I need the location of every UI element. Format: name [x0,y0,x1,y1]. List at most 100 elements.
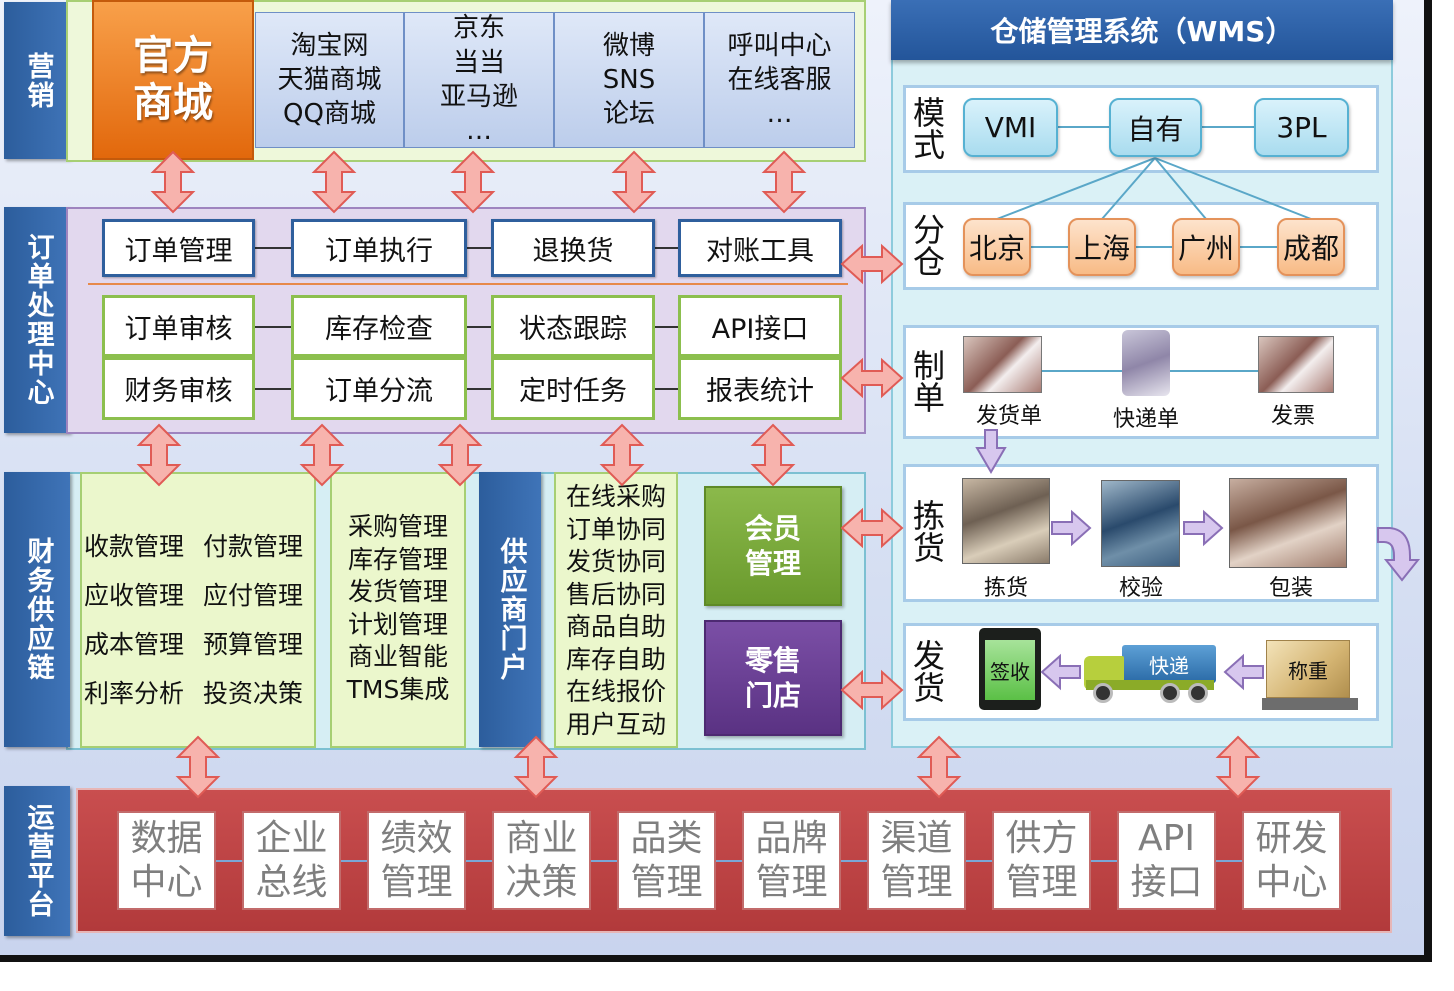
member-management-box: 会员 管理 [704,486,842,606]
supply-chain-box [330,472,466,748]
platform-category: 品类 管理 [617,811,716,910]
weigh-label: 称重 [1266,640,1350,698]
arrow-docs-to-picking [975,429,1007,474]
arrow-order-to-member [752,424,794,486]
report-statistics-box: 报表统计 [678,357,842,420]
arrow-order-to-supply [301,424,343,486]
api-interface-box: API接口 [678,295,842,357]
wms-docs-label: 制 单 [912,347,945,417]
arrow-supplier-to-platform [515,736,557,798]
warehouse-shanghai: 上海 [1068,218,1136,276]
connector-line [254,247,292,249]
mode-3pl: 3PL [1254,98,1349,157]
order-management-box: 订单管理 [102,219,255,277]
sign-label: 签收 [985,640,1035,700]
connector-line [1042,370,1122,372]
marketing-label: 营销 [4,2,70,159]
packing-caption: 包装 [1268,576,1313,601]
connector-line [466,247,492,249]
platform-performance: 绩效 管理 [367,811,466,910]
express-label: 快递 [1122,645,1216,683]
platform-label: 运营平台 [4,786,70,936]
frame-shadow-right [1424,0,1432,962]
packing-photo [1229,478,1347,568]
finance-label: 财务供应链 [4,472,70,747]
warehouse-guangzhou: 广州 [1172,218,1240,276]
platform-business-decision: 商业 决策 [492,811,591,910]
channel-customer-service: 呼叫中心 在线客服 … [704,12,855,148]
arrow-order-to-supplier-b [601,424,643,486]
arrow-order-to-finance [138,424,180,486]
order-divider [88,283,848,285]
finance-review-box: 财务审核 [102,357,255,420]
truck-chassis-icon [1086,680,1214,690]
arrow-ecom-to-order [313,151,355,213]
supplier-portal-items: 在线采购 订单协同 发货协同 售后协同 商品自助 库存自助 在线报价 用户互动 [565,482,666,739]
arrow-retailers-to-order [452,151,494,213]
arrow-order-to-warehouse [841,245,903,283]
wms-warehouse-label: 分 仓 [912,211,945,281]
wms-shipping-label: 发 货 [912,637,945,707]
arrow-social-to-order [613,151,655,213]
mode-vmi: VMI [963,98,1058,157]
order-review-box: 订单审核 [102,295,255,357]
connector-line [1170,370,1258,372]
wms-picking-label: 拣 货 [912,497,945,567]
arrow-member-to-picking [841,509,903,547]
channel-online-retailers: 京东 当当 亚马逊 … [404,12,554,148]
delivery-note-image [963,336,1042,393]
supply-chain-items: 采购管理 库存管理 发货管理 计划管理 商业智能 TMS集成 [346,512,450,704]
reconciliation-tool-box: 对账工具 [678,219,842,277]
platform-api: API 接口 [1117,811,1216,910]
platform-channel: 渠道 管理 [867,811,966,910]
invoice-image [1258,336,1334,393]
finance-col-a: 收款管理 应收管理 成本管理 利率分析 [84,532,185,708]
arrow-service-to-order [763,151,805,213]
arrow-order-to-supplier-a [439,424,481,486]
express-waybill-caption: 快递单 [1112,407,1179,432]
verification-caption: 校验 [1118,576,1163,601]
supplier-portal-label: 供应商门户 [479,472,541,747]
warehouse-chengdu: 成都 [1277,218,1345,276]
connector-line [466,326,492,328]
connector-line [466,388,492,390]
verification-photo [1101,480,1180,567]
mode-self-owned: 自有 [1109,98,1202,157]
arrow-order-to-docs [841,359,903,397]
channel-social-media: 微博 SNS 论坛 [554,12,704,148]
arrow-retail-to-shipping [841,671,903,709]
supplier-portal-box [554,472,678,748]
arrow-verify-to-packing [1183,509,1224,547]
order-execution-box: 订单执行 [291,219,467,277]
arrow-finance-to-platform [177,736,219,798]
invoice-caption: 发票 [1270,404,1315,429]
frame-shadow-bottom [0,955,1432,962]
platform-bus-line [150,860,1300,862]
connector-line [254,388,292,390]
arrow-truck-to-sign [1040,653,1081,691]
official-mall-box: 官方 商城 [92,0,254,160]
connector-line [654,326,680,328]
arrow-official-to-order [152,151,194,213]
wms-title: 仓储管理系统（WMS） [891,0,1393,60]
arrow-picking-to-verify [1051,509,1092,547]
express-waybill-image [1122,330,1170,396]
picking-photo [962,478,1050,564]
order-routing-box: 订单分流 [291,357,467,420]
warehouse-beijing: 北京 [963,218,1031,276]
arrow-weigh-to-truck [1223,653,1264,691]
order-center-label: 订单处理中心 [4,207,70,433]
platform-rnd-center: 研发 中心 [1242,811,1341,910]
truck-wheel-icon [1160,683,1180,703]
retail-store-box: 零售 门店 [704,620,842,736]
connector-line [654,388,680,390]
picking-caption: 拣货 [983,576,1028,601]
finance-col-b: 付款管理 应付管理 预算管理 投资决策 [203,532,304,708]
connector-line [654,247,680,249]
status-tracking-box: 状态跟踪 [491,295,655,357]
finance-management-box [80,472,316,748]
delivery-note-caption: 发货单 [975,404,1042,429]
platform-data-center: 数据 中心 [117,811,216,910]
